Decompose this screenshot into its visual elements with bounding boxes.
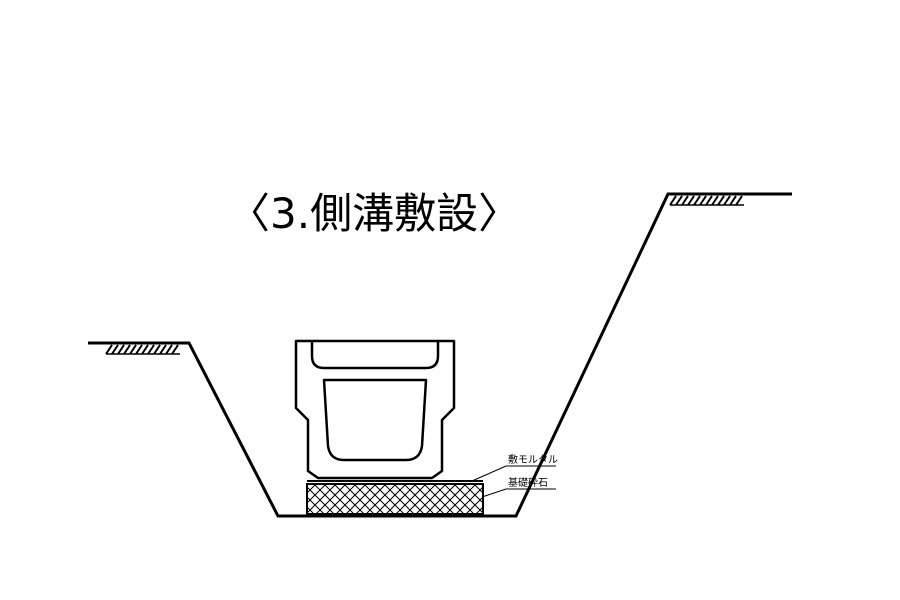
label-leaders (471, 465, 556, 498)
ground-hatch-left (105, 344, 180, 355)
label-mortar: 敷モルタル (508, 453, 558, 466)
ground-hatch-right (669, 195, 744, 206)
base-crushed-stone (306, 483, 484, 515)
u-shaped-gutter (294, 339, 456, 480)
excavation-trench (88, 192, 792, 518)
label-base-stone: 基礎砕石 (508, 476, 548, 489)
drawing-title: 〈3.側溝敷設〉 (228, 189, 520, 238)
